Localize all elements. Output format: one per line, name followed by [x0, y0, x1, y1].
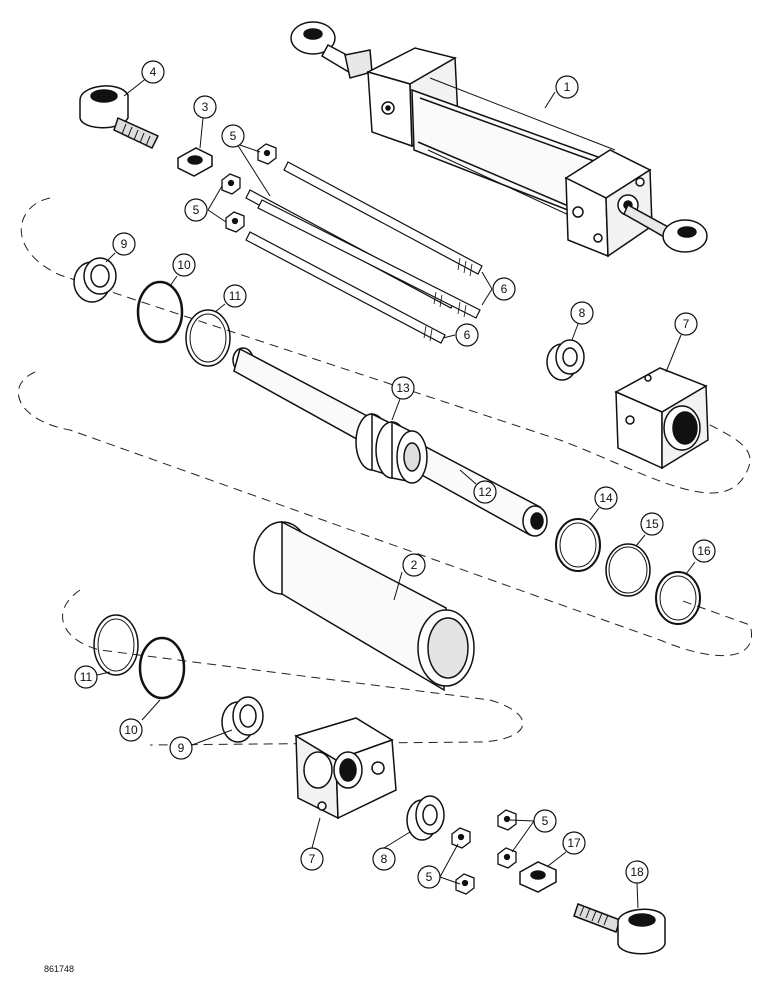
callout-8a: 8 [570, 301, 594, 325]
callout-label-11a: 11 [229, 289, 242, 303]
callout-5c: 5 [533, 809, 557, 833]
callout-4: 4 [141, 60, 165, 84]
callout-10b: 10 [119, 718, 143, 742]
callout-5d: 5 [417, 865, 441, 889]
callout-3: 3 [193, 95, 217, 119]
callout-label-10a: 10 [177, 258, 191, 272]
callout-label-15: 15 [645, 517, 659, 531]
callout-label-5c: 5 [542, 814, 549, 828]
callout-label-12: 12 [478, 485, 492, 499]
callout-label-6b: 6 [464, 328, 471, 342]
callout-label-6a: 6 [501, 282, 508, 296]
callout-9a: 9 [112, 232, 136, 256]
upper-dashed-outline [20, 197, 751, 494]
piston-part-13 [355, 412, 428, 484]
lower-dashed-outline [62, 589, 524, 746]
callout-label-11b: 11 [80, 670, 93, 684]
bushing-part-9-lower [221, 696, 264, 743]
callout-5b: 5 [184, 198, 208, 222]
reference-code: 861748 [44, 964, 74, 974]
callout-6b: 6 [455, 323, 479, 347]
callout-label-7b: 7 [309, 852, 316, 866]
rings-10-11-lower [93, 614, 186, 700]
callout-label-17: 17 [567, 836, 581, 850]
callout-6a: 6 [492, 277, 516, 301]
small-nuts-part-5-upper [221, 143, 277, 233]
rod-eye-part-4 [79, 85, 160, 149]
callout-label-4: 4 [150, 65, 157, 79]
callout-15: 15 [640, 512, 664, 536]
callout-label-8b: 8 [381, 852, 388, 866]
callout-label-2: 2 [411, 558, 418, 572]
hex-nut-part-17 [519, 861, 557, 893]
callout-label-5a: 5 [230, 129, 237, 143]
callout-17: 17 [562, 831, 586, 855]
callout-9b: 9 [169, 736, 193, 760]
rod-eye-part-18 [573, 903, 666, 955]
callout-leaders [96, 76, 696, 909]
callout-label-3: 3 [202, 100, 209, 114]
callout-label-8a: 8 [579, 306, 586, 320]
callout-11b: 11 [74, 665, 98, 689]
callout-label-9b: 9 [178, 741, 185, 755]
callout-2: 2 [402, 553, 426, 577]
callout-label-13: 13 [396, 381, 410, 395]
callout-label-10b: 10 [124, 723, 138, 737]
end-cap-part-7-upper [614, 367, 709, 470]
rings-10-11-upper [136, 280, 231, 367]
callout-1: 1 [555, 75, 579, 99]
callout-label-5b: 5 [193, 203, 200, 217]
callout-label-7a: 7 [683, 317, 690, 331]
barrel-tube-part-2 [253, 520, 475, 692]
bushings-part-8 [406, 339, 585, 841]
callout-13: 13 [391, 376, 415, 400]
callout-label-18: 18 [630, 865, 644, 879]
hex-nut-part-3 [177, 147, 213, 177]
callout-8b: 8 [372, 847, 396, 871]
end-cap-part-7-lower [294, 717, 397, 820]
tie-rods-part-6 [245, 161, 483, 344]
small-nuts-part-5-lower [451, 809, 517, 895]
callout-16: 16 [692, 539, 716, 563]
callout-18: 18 [625, 860, 649, 884]
middle-dashed-outline [18, 371, 752, 657]
assembled-cylinder [290, 21, 708, 258]
callout-label-16: 16 [697, 544, 711, 558]
callout-label-9a: 9 [121, 237, 128, 251]
callout-7b: 7 [300, 847, 324, 871]
callout-12: 12 [473, 480, 497, 504]
callout-11a: 11 [223, 284, 247, 308]
callout-label-5d: 5 [426, 870, 433, 884]
bushing-part-9-upper [73, 257, 117, 303]
callout-14: 14 [594, 486, 618, 510]
callout-10a: 10 [172, 253, 196, 277]
callout-5a: 5 [221, 124, 245, 148]
callout-7a: 7 [674, 312, 698, 336]
dashed-group-outlines [18, 197, 752, 746]
callout-label-14: 14 [599, 491, 613, 505]
rings-14-15-16 [555, 518, 701, 625]
callout-label-1: 1 [564, 80, 571, 94]
